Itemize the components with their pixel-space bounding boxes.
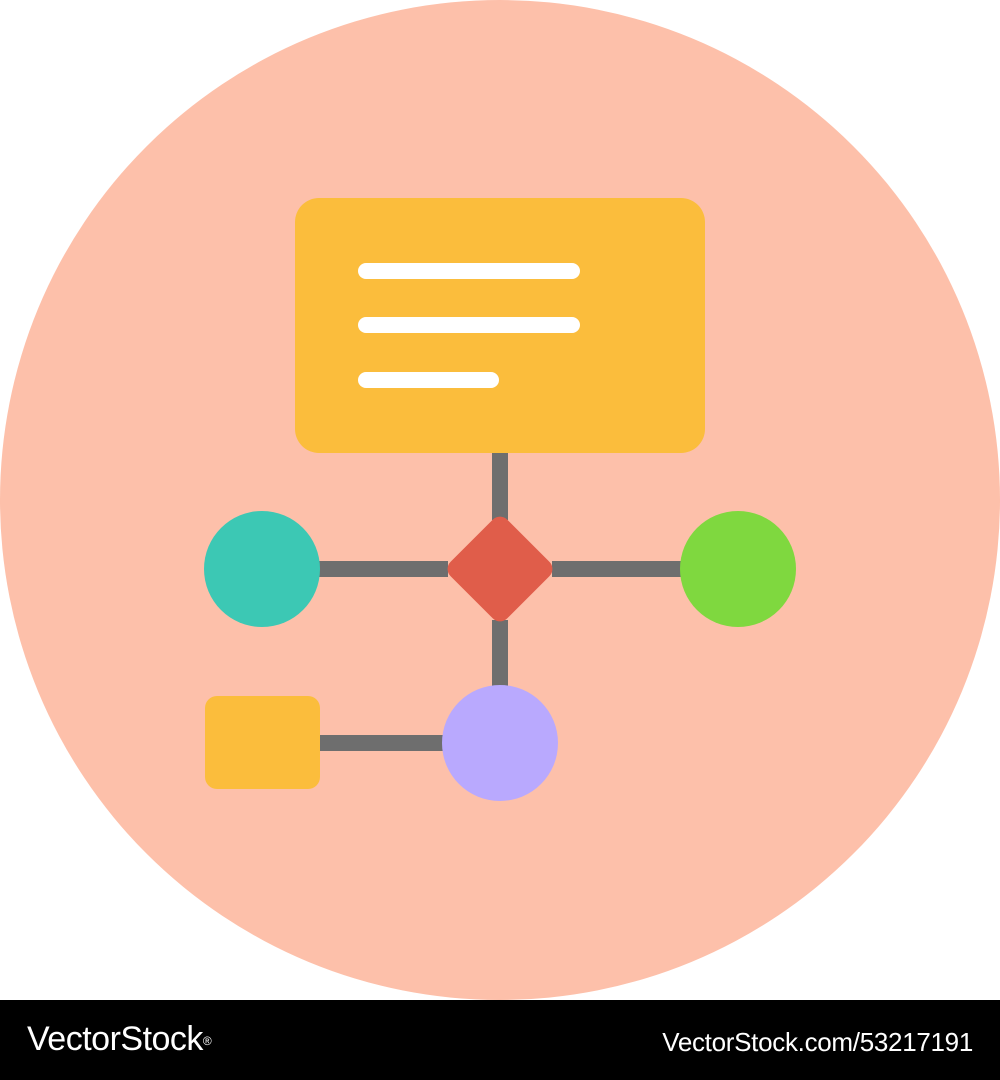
document-lines xyxy=(358,263,580,388)
watermark-footer: VectorStock® VectorStock.com/53217191 xyxy=(0,1000,1000,1080)
small-box xyxy=(205,696,320,789)
node-purple xyxy=(442,685,558,801)
connectors xyxy=(318,450,682,751)
image-id: VectorStock.com/53217191 xyxy=(662,1027,973,1057)
brand-mark: ® xyxy=(202,1034,212,1048)
flowchart-icon xyxy=(0,0,1000,1000)
node-green xyxy=(680,511,796,627)
brand-name: VectorStock xyxy=(27,1020,203,1058)
node-teal xyxy=(204,511,320,627)
brand-logo: VectorStock® xyxy=(27,1019,212,1059)
icon-canvas xyxy=(0,0,1000,1000)
decision-diamond xyxy=(447,516,553,622)
